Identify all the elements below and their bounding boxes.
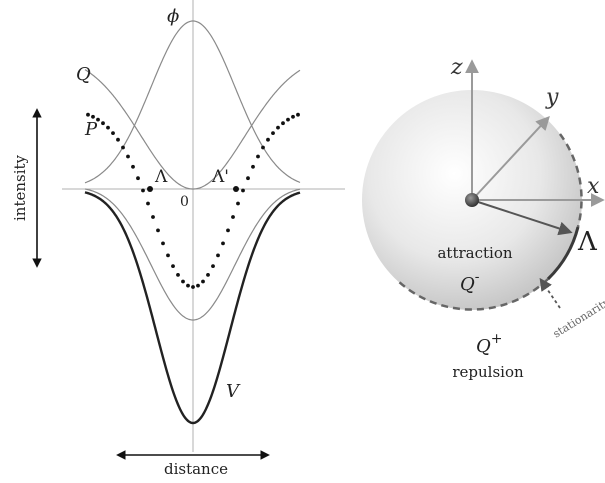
p-curve-dot bbox=[146, 201, 150, 206]
y-axis-arrow bbox=[471, 115, 550, 201]
p-curve-dot bbox=[251, 164, 255, 169]
p-curve-dot bbox=[111, 131, 115, 136]
attraction-label: attraction bbox=[437, 244, 512, 262]
intensity-axis-label: intensity bbox=[11, 154, 29, 221]
p-curve-dot bbox=[121, 145, 125, 150]
p-curve-dot bbox=[226, 228, 230, 233]
phi-curve bbox=[84, 20, 301, 184]
repulsion-label: repulsion bbox=[452, 363, 524, 381]
p-curve-dot bbox=[276, 125, 280, 130]
p-curve-dot bbox=[281, 121, 285, 126]
q-plus-symbol: Q+ bbox=[476, 331, 503, 357]
p-curve-dot bbox=[291, 114, 295, 119]
p-curve-dot bbox=[131, 164, 135, 169]
p-curve-dot bbox=[261, 145, 265, 150]
p-curve-dot bbox=[141, 188, 145, 193]
p-curve-dot bbox=[201, 279, 205, 284]
distance-axis-label: distance bbox=[164, 460, 228, 478]
v-label: V bbox=[226, 381, 241, 402]
lambda-prime-label: Λ' bbox=[211, 167, 229, 187]
p-curve-dot bbox=[91, 114, 95, 119]
sphere-dashed-boundary bbox=[558, 133, 583, 228]
p-curve-dot bbox=[176, 273, 180, 277]
p-curve-dot bbox=[206, 273, 210, 277]
p-curve-dot bbox=[231, 215, 235, 219]
y-axis-label: y bbox=[545, 85, 559, 110]
p-curve-dot bbox=[171, 264, 175, 268]
p-curve-dot bbox=[241, 188, 245, 193]
p-curve-dot bbox=[96, 117, 100, 122]
p-curve-dot bbox=[296, 112, 300, 117]
sphere-diagram: z y x Λ attraction Q- Q+ repulsion stati… bbox=[362, 55, 605, 381]
p-curve-dot bbox=[151, 215, 155, 219]
p-curve-dot bbox=[186, 283, 190, 288]
p-curve-dot bbox=[181, 279, 185, 284]
q-minus-symbol: Q- bbox=[460, 269, 480, 295]
p-curve-dot bbox=[191, 285, 195, 289]
p-curve-dot bbox=[156, 228, 160, 233]
potential-plot: ϕ Q P V Λ Λ' 0 intensity distance bbox=[11, 0, 345, 478]
p-curve-dot bbox=[286, 117, 290, 122]
stationarity-arc bbox=[546, 226, 580, 281]
p-curve-dot bbox=[86, 112, 90, 117]
p-curve-dot bbox=[266, 137, 270, 142]
z-axis-label: z bbox=[450, 55, 463, 80]
p-curve-dot bbox=[161, 241, 165, 246]
x-axis-label: x bbox=[587, 174, 600, 199]
inner-well-curve bbox=[84, 188, 301, 321]
q-minus-superscript: - bbox=[475, 269, 480, 285]
p-curve-dot bbox=[106, 125, 110, 130]
p-curve-dot bbox=[271, 131, 275, 136]
p-curve-dot bbox=[166, 253, 170, 258]
p-curve-dot bbox=[236, 201, 240, 206]
stationarity-label: stationarity bbox=[551, 295, 605, 340]
phi-label: ϕ bbox=[167, 6, 179, 27]
p-curve-dot bbox=[196, 283, 200, 288]
p-curve-dot bbox=[136, 176, 140, 181]
origin-dot bbox=[465, 193, 479, 207]
p-curve-dot bbox=[211, 264, 215, 268]
p-curve-dot bbox=[116, 137, 120, 142]
lambda-vector-arrow bbox=[471, 199, 573, 236]
p-curve-dot bbox=[216, 253, 220, 258]
q-label: Q bbox=[76, 64, 91, 85]
p-curve-dot bbox=[101, 121, 105, 126]
q-curve bbox=[84, 69, 301, 190]
v-curve bbox=[84, 191, 301, 425]
p-label: P bbox=[84, 119, 98, 140]
p-dotted-curve bbox=[86, 112, 300, 289]
lambda-prime-point bbox=[233, 186, 239, 192]
p-curve-dot bbox=[246, 176, 250, 181]
q-plus-superscript: + bbox=[491, 331, 503, 347]
p-curve-dot bbox=[221, 241, 225, 246]
origin-label: 0 bbox=[180, 194, 189, 210]
lambda-label: Λ bbox=[154, 167, 168, 187]
lambda-point bbox=[147, 186, 153, 192]
lambda-surface-label: Λ bbox=[577, 227, 598, 257]
p-curve-dot bbox=[256, 154, 260, 159]
p-curve-dot bbox=[126, 154, 130, 159]
